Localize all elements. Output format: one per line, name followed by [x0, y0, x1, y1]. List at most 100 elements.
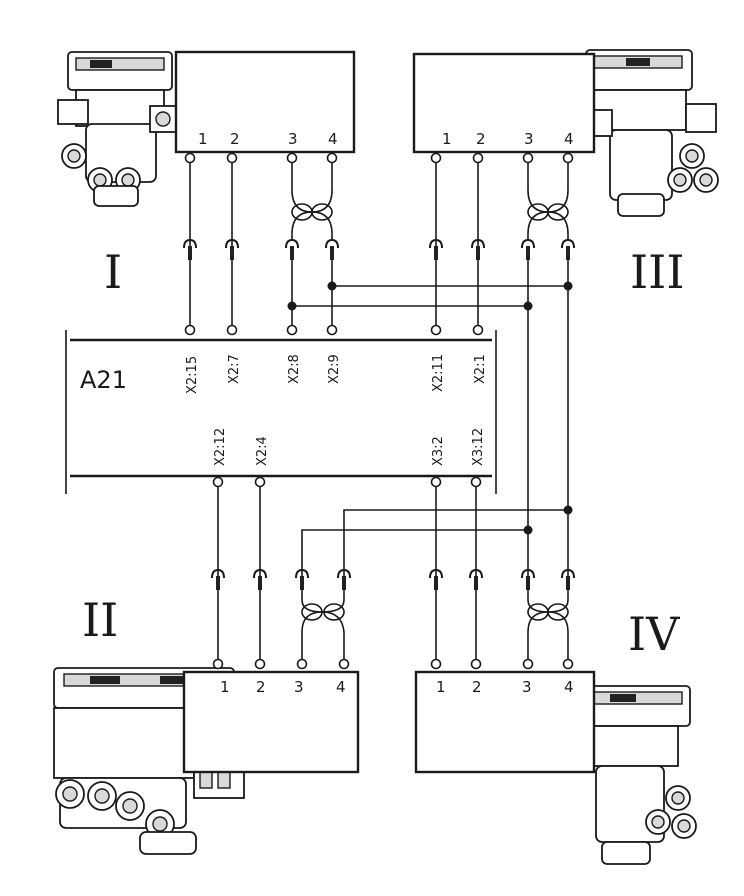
module-iii-box — [412, 52, 596, 154]
plug-socket — [521, 238, 535, 249]
terminal — [562, 152, 574, 164]
module-ii-pin-2: 2 — [256, 678, 266, 696]
terminal — [226, 324, 238, 336]
modulator-valve-iii-icon — [585, 49, 719, 217]
plug-socket — [325, 238, 339, 249]
terminal — [472, 152, 484, 164]
terminal — [296, 658, 308, 670]
module-i-pin-1: 1 — [198, 130, 208, 148]
module-i-box — [174, 50, 356, 154]
terminal — [184, 152, 196, 164]
plug-socket — [429, 238, 443, 249]
terminal — [254, 658, 266, 670]
ecu-connector-x2-4: X2:4 — [255, 436, 270, 466]
ecu-connector-x2-15: X2:15 — [185, 356, 200, 394]
modulator-valve-i-icon — [57, 51, 177, 207]
ecu-connector-x3-2: X3:2 — [431, 436, 446, 466]
module-i-pin-4: 4 — [328, 130, 338, 148]
terminal — [430, 658, 442, 670]
modulator-valve-iv-icon — [565, 685, 697, 865]
plug-socket — [253, 568, 267, 579]
wiring — [189, 160, 569, 664]
ecu-connector-x2-7: X2:7 — [227, 354, 242, 384]
plug-socket — [285, 238, 299, 249]
terminal — [338, 658, 350, 670]
terminal — [522, 658, 534, 670]
module-ii-pin-4: 4 — [336, 678, 346, 696]
plug-socket — [561, 238, 575, 249]
plug-socket — [429, 568, 443, 579]
terminal — [184, 324, 196, 336]
terminal — [430, 152, 442, 164]
module-i-pin-3: 3 — [288, 130, 298, 148]
plug-pin — [434, 576, 438, 590]
plug-pin — [342, 576, 346, 590]
terminals — [184, 152, 574, 670]
terminal — [326, 324, 338, 336]
terminal — [254, 476, 266, 488]
module-iii-label: III — [630, 245, 685, 299]
module-iv-label: IV — [628, 607, 680, 661]
terminal — [470, 658, 482, 670]
plug-pin — [526, 246, 530, 260]
ecu-connector-x3-12: X3:12 — [471, 428, 486, 466]
plug-pin — [476, 246, 480, 260]
module-iii-pin-4: 4 — [564, 130, 574, 148]
module-iii-pin-3: 3 — [524, 130, 534, 148]
ecu-connector-x2-1: X2:1 — [473, 354, 488, 384]
module-i-pin-2: 2 — [230, 130, 240, 148]
module-ii-label: II — [82, 593, 118, 647]
junction-dots — [287, 281, 573, 535]
module-iv-pin-1: 1 — [436, 678, 446, 696]
plug-pin — [330, 246, 334, 260]
module-iv-box — [414, 670, 596, 774]
module-iii-pin-2: 2 — [476, 130, 486, 148]
plug-socket — [183, 238, 197, 249]
terminal — [472, 324, 484, 336]
terminal — [212, 658, 224, 670]
plug-socket — [225, 238, 239, 249]
terminal — [430, 476, 442, 488]
module-ii-box — [182, 670, 360, 774]
plug-socket — [295, 568, 309, 579]
ecu-connector-x2-12: X2:12 — [213, 428, 228, 466]
terminal — [430, 324, 442, 336]
plug-socket — [211, 568, 225, 579]
module-iii-pin-1: 1 — [442, 130, 452, 148]
terminal — [286, 324, 298, 336]
module-i-label: I — [104, 245, 122, 299]
ecu-a21-frame — [65, 330, 497, 494]
plug-pin — [258, 576, 262, 590]
terminal — [562, 658, 574, 670]
module-iv-pin-4: 4 — [564, 678, 574, 696]
plug-socket — [561, 568, 575, 579]
plug-pin — [290, 246, 294, 260]
plug-pin — [216, 576, 220, 590]
ecu-connector-x2-9: X2:9 — [327, 354, 342, 384]
twisted-pair-icon — [291, 203, 569, 621]
plug-socket — [337, 568, 351, 579]
ecu-label: A21 — [80, 366, 127, 394]
modulator-valve-ii-icon — [53, 667, 245, 855]
plug-pin — [526, 576, 530, 590]
terminal — [226, 152, 238, 164]
ecu-connector-x2-11: X2:11 — [431, 354, 446, 392]
plug-pin — [566, 246, 570, 260]
module-iv-pin-2: 2 — [472, 678, 482, 696]
terminal — [212, 476, 224, 488]
plug-pin — [566, 576, 570, 590]
plug-socket — [471, 238, 485, 249]
plug-pin — [230, 246, 234, 260]
terminal — [286, 152, 298, 164]
plug-connector-icon — [183, 238, 575, 590]
module-ii-pin-3: 3 — [294, 678, 304, 696]
plug-pin — [434, 246, 438, 260]
plug-pin — [300, 576, 304, 590]
plug-socket — [521, 568, 535, 579]
ecu-connector-x2-8: X2:8 — [287, 354, 302, 384]
plug-pin — [474, 576, 478, 590]
module-ii-pin-1: 1 — [220, 678, 230, 696]
module-iv-pin-3: 3 — [522, 678, 532, 696]
terminal — [522, 152, 534, 164]
